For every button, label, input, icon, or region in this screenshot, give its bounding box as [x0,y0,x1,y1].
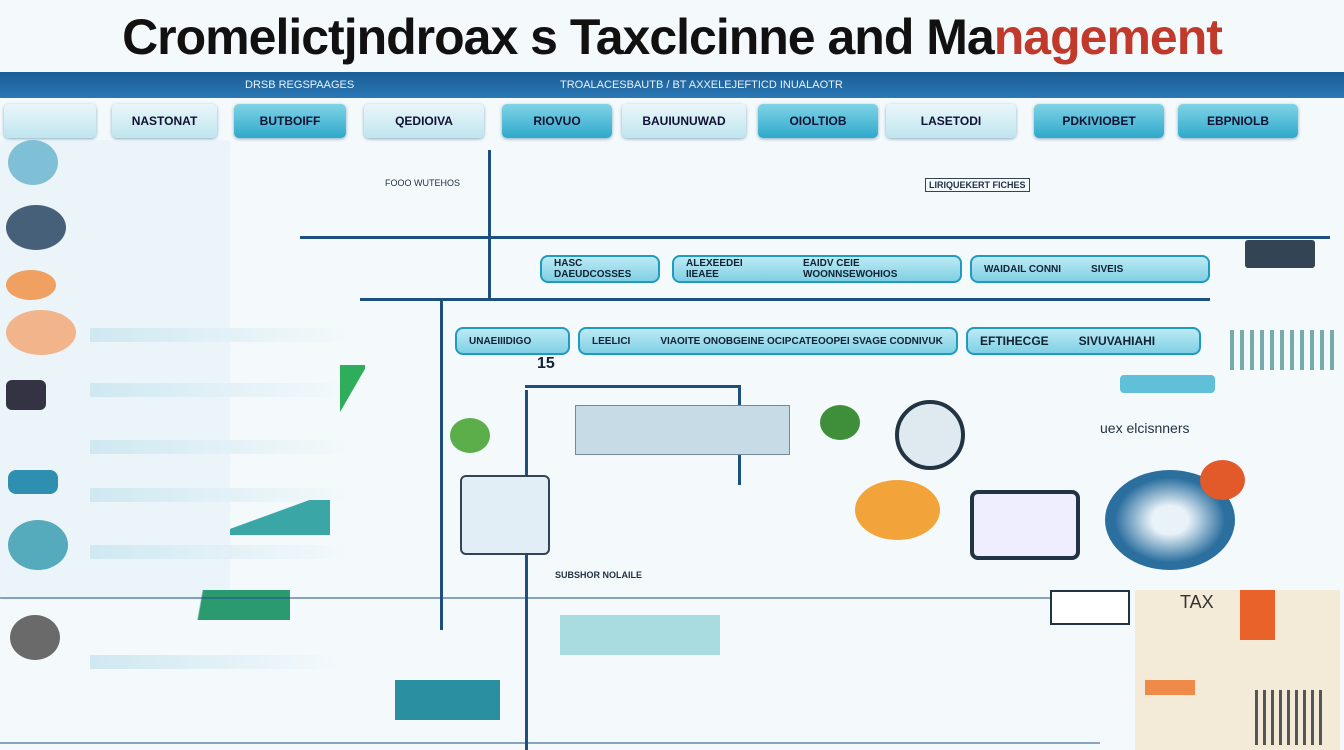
number-label: 15 [537,355,555,372]
divider [0,597,1100,599]
tab-2[interactable]: BUTBOIFF [234,104,346,138]
card-icon [8,470,58,494]
person-desk-illustration [460,475,550,555]
tab-8[interactable]: PDKIVIOBET [1034,104,1164,138]
tab-9[interactable]: EBPNIOLB [1178,104,1298,138]
tab-4[interactable]: RIOVUO [502,104,612,138]
leaf-shape [855,480,940,540]
tab-7[interactable]: LASETODI [886,104,1016,138]
connector-line [488,150,491,300]
small-label: LIRIQUEKERT FICHES [925,178,1030,192]
bar-shape [1145,680,1195,695]
tab-6[interactable]: OIOLTIOB [758,104,878,138]
pie-icon [1200,460,1245,500]
bar-chart-icon [1255,690,1325,745]
caption-right: uex elcisnners [1100,420,1190,436]
coin-icon [6,270,56,300]
arrow-shape [140,590,290,620]
process-pill[interactable]: UNAEIIIDIGO [455,327,570,355]
tab-3[interactable]: QEDIOIVA [364,104,484,138]
connector-line [525,385,740,388]
strip [90,440,350,454]
tab-1[interactable]: NASTONAT [112,104,217,138]
process-pill[interactable]: HASC DAEUDCOSSES [540,255,660,283]
flag-icon [340,365,365,415]
tree-icon [450,418,490,453]
hand-icon [6,310,76,355]
document-icon [1050,590,1130,625]
gear-icon [6,205,66,250]
strip [90,545,350,559]
connector-line [300,236,1330,239]
tax-label: TAX [1180,592,1214,612]
divider [0,742,1100,744]
small-pill [1120,375,1215,393]
person-icon [10,615,60,660]
connector-line [360,298,1210,301]
circle-icon [8,140,58,185]
connector-line [440,300,443,630]
tax-panel: TAX [1135,590,1340,750]
laptop-icon [1245,240,1315,268]
connector-line [525,390,528,750]
building-illustration [575,405,790,455]
magnifier-icon [895,400,965,470]
printer-icon [970,490,1080,560]
arrow-shape [230,500,330,535]
small-label: FOOO WUTEHOS [385,178,460,188]
chart-icon [8,520,68,570]
panel-shape [395,680,500,720]
tree-icon [820,405,860,440]
band-center-label: TROALACESBAUTB / BT AXXELEJEFTICD INUALA… [560,79,843,91]
band-left-label: DRSB REGSPAAGES [245,79,355,91]
chart-icon [1230,330,1340,370]
page-title: Cromelictjndroax s Taxclcinne and Manage… [122,9,1223,65]
tab-blank[interactable] [4,104,96,138]
caption-bottom: SUBSHOR NOLAILE [555,570,643,580]
panel-shape [560,615,720,655]
strip [90,328,350,342]
header-band: DRSB REGSPAAGES TROALACESBAUTB / BT AXXE… [0,72,1344,98]
strip [90,655,340,669]
tab-5[interactable]: BAUIUNUWAD [622,104,746,138]
device-icon [6,380,46,410]
strip [90,383,350,397]
strip [90,488,350,502]
flag-shape [1240,590,1275,640]
